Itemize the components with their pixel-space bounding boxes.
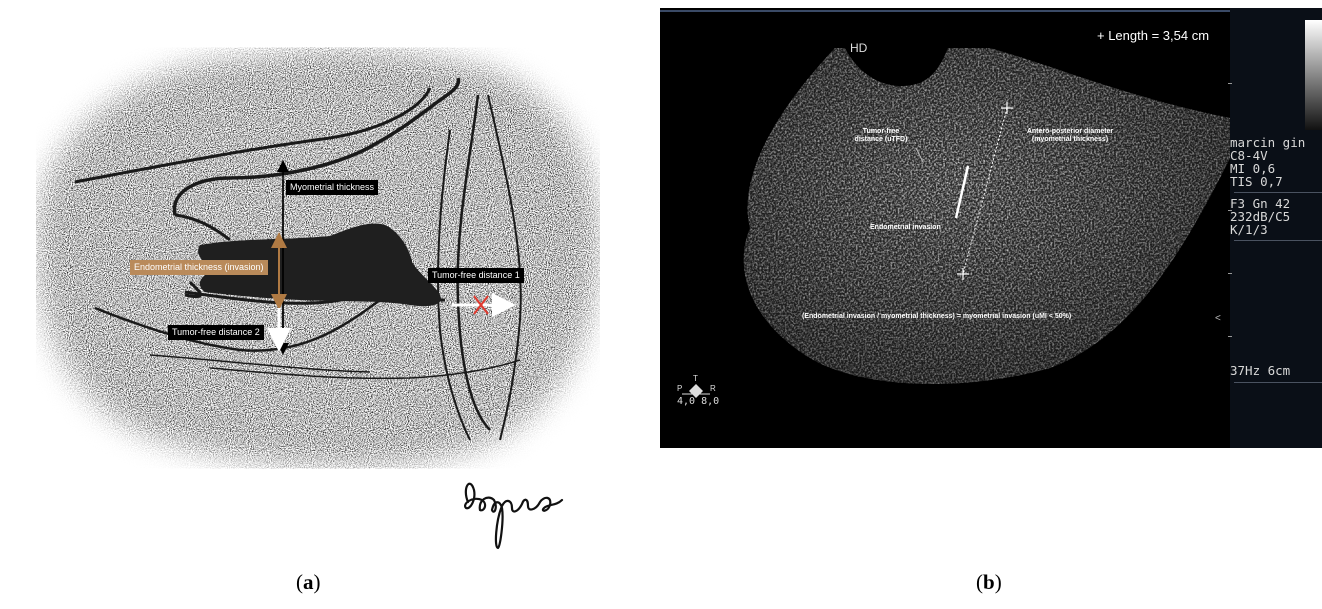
- persistence-setting: K/1/3: [1230, 223, 1268, 236]
- orientation-top: T: [693, 374, 698, 383]
- panel-a-illustration: Myometrial thickness Endometrial thickne…: [0, 0, 620, 609]
- panel-b-ultrasound: HD + Length = 3,54 cm Tumor-free distanc…: [660, 8, 1322, 448]
- label-endometrial-thickness: Endometrial thickness (invasion): [130, 260, 268, 275]
- ultrasound-image: [660, 8, 1322, 448]
- thermal-index: TIS 0,7: [1230, 175, 1283, 188]
- annotation-formula: (Endometrial invasion / myometrial thick…: [802, 313, 1071, 321]
- label-myometrial-thickness: Myometrial thickness: [286, 180, 378, 195]
- orientation-left: P: [677, 384, 682, 393]
- annotation-antero-posterior-diameter: Antero-posterior diameter (myometrial th…: [1005, 128, 1135, 144]
- orientation-right: R: [710, 384, 716, 393]
- grayscale-bar: [1305, 20, 1322, 130]
- settings-side-panel: marcin gin C8-4V MI 0,6 TIS 0,7 F3 Gn 42…: [1230, 8, 1322, 448]
- annotation-tumor-free-distance: Tumor-free distance (uTFD): [836, 128, 926, 144]
- label-tumor-free-distance-2: Tumor-free distance 2: [168, 325, 264, 340]
- uterus-sketch: [0, 0, 620, 609]
- caption-a: (a): [296, 570, 321, 595]
- frame-rate-depth: 37Hz 6cm: [1230, 364, 1290, 377]
- artist-signature: [465, 484, 562, 548]
- length-readout: + Length = 3,54 cm: [1097, 28, 1209, 43]
- depth-marker: <: [1215, 313, 1221, 324]
- orientation-values: 4,0 8,0: [677, 396, 719, 407]
- label-tumor-free-distance-1: Tumor-free distance 1: [428, 268, 524, 283]
- probe-label: HD: [850, 41, 867, 55]
- caption-b: (b): [976, 570, 1002, 595]
- annotation-endometrial-invasion: Endometrial invasion: [870, 224, 941, 232]
